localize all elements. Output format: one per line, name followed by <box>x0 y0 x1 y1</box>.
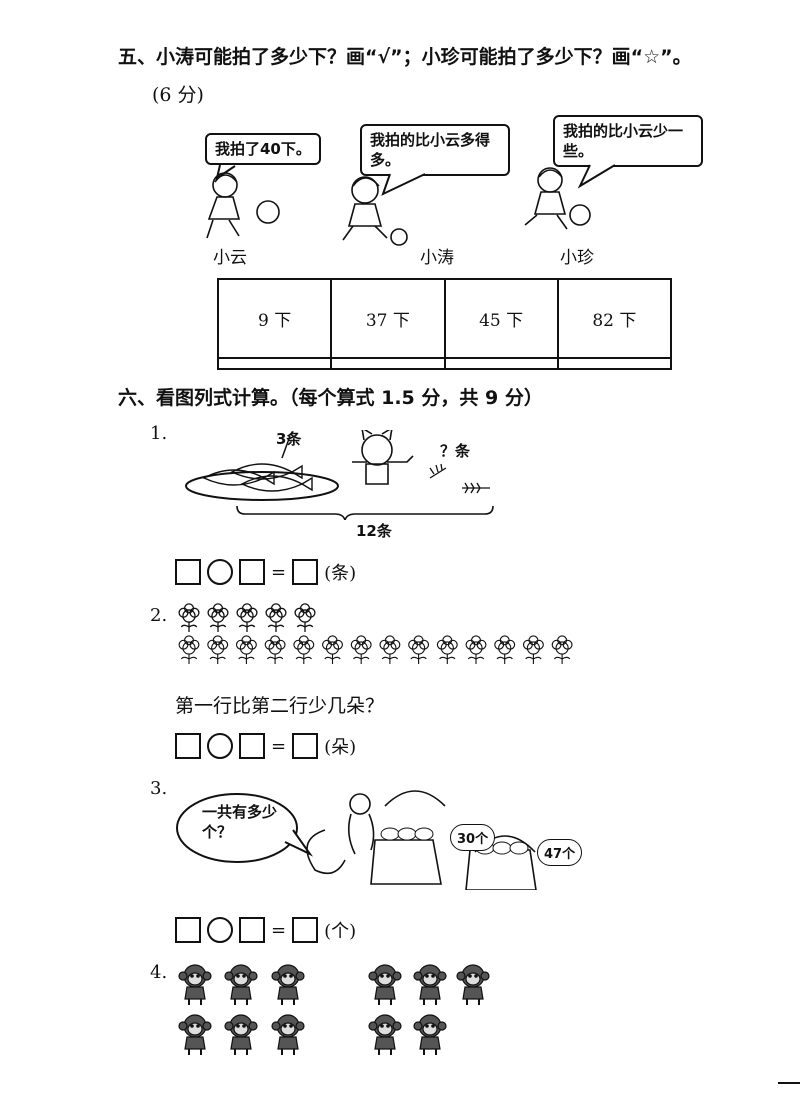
answer-row <box>216 357 673 370</box>
answer-table: 9 下 37 下 45 下 82 下 <box>216 277 673 370</box>
monkey <box>413 1014 447 1055</box>
option-cell: 37 下 <box>330 277 446 360</box>
question-number: 2. <box>150 605 168 626</box>
bubble-text: 我拍了40下。 <box>215 140 311 158</box>
flower-row2 <box>436 635 458 664</box>
speech-bubble-xiaoyun: 我拍了40下。 <box>205 133 321 165</box>
question-number: 1. <box>150 423 168 444</box>
question-number: 3. <box>150 778 168 799</box>
answer-box[interactable] <box>175 733 201 759</box>
answer-box[interactable] <box>292 733 319 759</box>
speech-bubble-xiaozhen: 我拍的比小云少一些。 <box>553 115 703 167</box>
answer-cell[interactable] <box>216 357 333 370</box>
unit-label: (条) <box>324 563 357 584</box>
monkey <box>178 1014 212 1055</box>
flower-row1 <box>265 603 287 632</box>
equation-q3: = (个) <box>175 917 356 943</box>
answer-box[interactable] <box>239 559 265 585</box>
bubble-text: 我拍的比小云少一些。 <box>563 122 684 160</box>
flower-row2 <box>235 635 257 664</box>
flower-row2 <box>379 635 401 664</box>
monkeys-illustration <box>178 964 490 1055</box>
section6-title: 六、看图列式计算。（每个算式 1.5 分，共 9 分） <box>118 387 543 409</box>
bubble-text: 我拍的比小云多得多。 <box>370 131 491 169</box>
equation-q2: = (朵) <box>175 733 356 759</box>
equals-sign: = <box>271 919 287 941</box>
question-number: 4. <box>150 962 168 983</box>
flower-row1 <box>236 603 258 632</box>
flower-row2 <box>522 635 544 664</box>
answer-cell[interactable] <box>556 357 673 370</box>
flower-row2 <box>350 635 372 664</box>
answer-box[interactable] <box>292 559 319 585</box>
operator-circle[interactable] <box>207 559 233 585</box>
operator-circle[interactable] <box>207 917 233 943</box>
unit-label: (朵) <box>324 737 357 758</box>
basket2-label: 47个 <box>537 839 583 866</box>
flower-row1 <box>207 603 229 632</box>
answer-box[interactable] <box>239 733 265 759</box>
unit-label: (个) <box>324 921 357 942</box>
answer-box[interactable] <box>175 917 201 943</box>
name-xiaoyun: 小云 <box>213 248 247 268</box>
answer-cell[interactable] <box>330 357 446 370</box>
equation-q1: = (条) <box>175 559 356 585</box>
monkey <box>224 1014 258 1055</box>
flower-row2 <box>551 635 573 664</box>
answer-box[interactable] <box>175 559 201 585</box>
flower-row1 <box>178 603 200 632</box>
section5-title: 五、小涛可能拍了多少下？画“√”；小珍可能拍了多少下？画“☆”。 <box>118 46 692 68</box>
operator-circle[interactable] <box>207 733 233 759</box>
flower-row2 <box>465 635 487 664</box>
name-xiaotao: 小涛 <box>420 248 454 268</box>
flower-row2 <box>322 635 343 664</box>
squirrel-baskets-illustration <box>176 790 537 890</box>
label-fish-unknown: ？条 <box>440 442 471 460</box>
flower-row2 <box>178 635 200 664</box>
monkey <box>413 964 447 1005</box>
q3-bubble-text: 一共有多少个？ <box>202 803 278 841</box>
monkey <box>224 964 258 1005</box>
option-row: 9 下 37 下 45 下 82 下 <box>216 277 673 360</box>
equals-sign: = <box>271 735 287 757</box>
flower-row2 <box>293 635 315 664</box>
answer-cell[interactable] <box>443 357 559 370</box>
monkey <box>368 1014 402 1055</box>
monkey <box>178 964 212 1005</box>
flower-rows-illustration <box>178 603 573 664</box>
name-xiaozhen: 小珍 <box>560 248 594 268</box>
monkey <box>368 964 402 1005</box>
answer-box[interactable] <box>239 917 265 943</box>
answer-box[interactable] <box>292 917 319 943</box>
page-edge-mark <box>778 1082 800 1084</box>
label-fish-total: 12条 <box>356 522 392 540</box>
children-bouncing-balls-illustration <box>206 164 616 246</box>
flower-row2 <box>408 635 430 664</box>
flower-row2 <box>494 635 516 664</box>
equals-sign: = <box>271 561 287 583</box>
flower-row1 <box>294 603 316 632</box>
option-cell: 82 下 <box>556 277 673 360</box>
q2-question: 第一行比第二行少几朵？ <box>175 695 385 717</box>
option-cell: 9 下 <box>216 277 333 360</box>
monkey <box>271 964 305 1005</box>
flower-row2 <box>264 635 286 664</box>
basket1-label: 30个 <box>450 824 496 851</box>
flower-row2 <box>207 635 229 664</box>
plate-fish-cat-illustration <box>185 430 494 520</box>
section5-score: (6 分) <box>152 84 204 106</box>
monkey <box>456 964 490 1005</box>
monkey <box>271 1014 305 1055</box>
option-cell: 45 下 <box>443 277 559 360</box>
speech-bubble-xiaotao: 我拍的比小云多得多。 <box>360 124 510 176</box>
